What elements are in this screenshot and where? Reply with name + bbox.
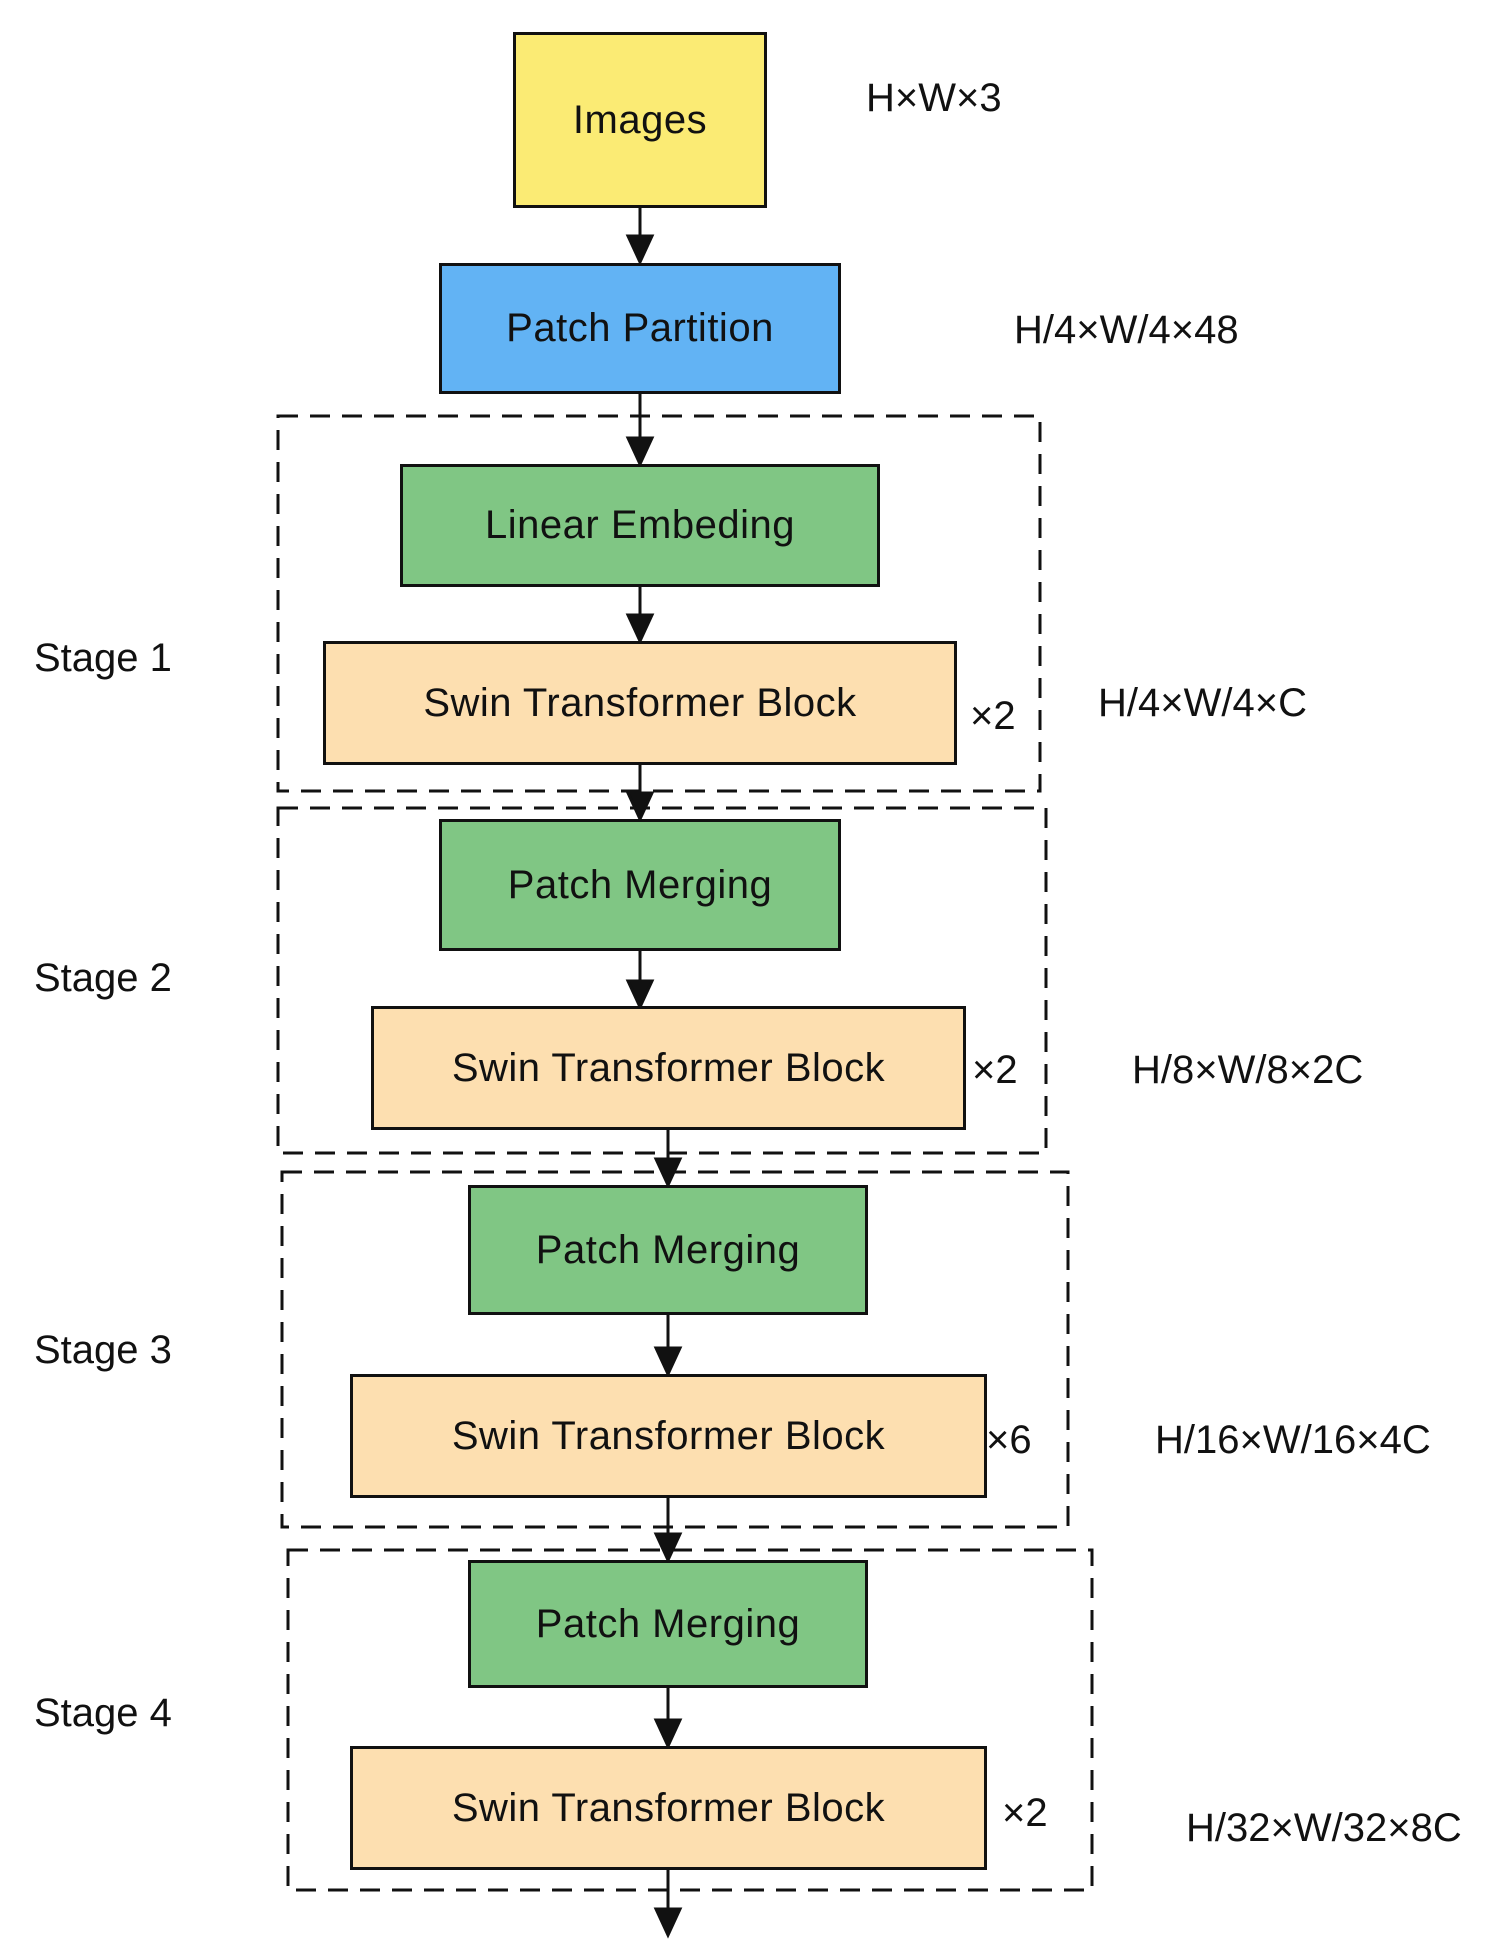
swin-block-label: Swin Transformer Block bbox=[451, 1785, 886, 1830]
patch-merging-block-stage-2: Patch Merging bbox=[439, 819, 841, 951]
stage-1-dim-label: H/4×W/4×C bbox=[1098, 681, 1307, 725]
linear-embedding-label: Linear Embeding bbox=[485, 503, 795, 547]
arrowhead-icon bbox=[653, 1157, 683, 1189]
swin-block-label: Swin Transformer Block bbox=[423, 680, 857, 725]
patch-merging-block-stage-3: Patch Merging bbox=[468, 1185, 868, 1315]
arrowhead-icon bbox=[625, 613, 655, 645]
stage-3-label: Stage 3 bbox=[34, 1328, 172, 1372]
patch-merging-label: Patch Merging bbox=[535, 1227, 801, 1272]
swin-block-stage-2: Swin Transformer Block bbox=[371, 1006, 966, 1130]
images-dim-label: H×W×3 bbox=[866, 76, 1002, 120]
patch-partition-label: Patch Partition bbox=[506, 306, 774, 350]
stage-4-label: Stage 4 bbox=[34, 1691, 172, 1735]
arrowhead-icon bbox=[625, 979, 655, 1011]
patch-partition-dim-label: H/4×W/4×48 bbox=[1014, 308, 1239, 352]
swin-block-stage-3: Swin Transformer Block bbox=[350, 1374, 987, 1498]
arrowhead-icon bbox=[625, 436, 655, 468]
stage-4-repeat: ×2 bbox=[1002, 1791, 1048, 1835]
stage-2-label: Stage 2 bbox=[34, 956, 172, 1000]
images-label: Images bbox=[572, 97, 708, 142]
stage-2-dim-label: H/8×W/8×2C bbox=[1132, 1048, 1364, 1092]
arrowhead-icon bbox=[653, 1718, 683, 1750]
stage-1-label: Stage 1 bbox=[34, 636, 172, 680]
stage-1-repeat: ×2 bbox=[970, 694, 1016, 738]
stage-3-repeat: ×6 bbox=[986, 1418, 1032, 1462]
swin-block-stage-1: Swin Transformer Block bbox=[323, 641, 957, 765]
stage-4-frame bbox=[286, 1548, 1094, 1892]
stage-1-frame bbox=[276, 414, 1042, 793]
swin-block-label: Swin Transformer Block bbox=[451, 1413, 886, 1458]
images-block: Images bbox=[513, 32, 767, 208]
arrowhead-icon bbox=[625, 234, 655, 266]
stage-3-dim-label: H/16×W/16×4C bbox=[1155, 1418, 1431, 1462]
stage-2-frame bbox=[276, 806, 1048, 1155]
linear-embedding-block: Linear Embeding bbox=[400, 464, 880, 587]
stage-2-repeat: ×2 bbox=[972, 1048, 1018, 1092]
swin-block-stage-4: Swin Transformer Block bbox=[350, 1746, 987, 1870]
arrowhead-icon bbox=[653, 1346, 683, 1378]
stage-4-dim-label: H/32×W/32×8C bbox=[1186, 1806, 1462, 1850]
patch-merging-block-stage-4: Patch Merging bbox=[468, 1560, 868, 1688]
arrowhead-icon bbox=[653, 1907, 683, 1939]
swin-block-label: Swin Transformer Block bbox=[451, 1045, 886, 1090]
patch-merging-label: Patch Merging bbox=[507, 862, 773, 907]
patch-partition-block: Patch Partition bbox=[439, 263, 841, 394]
arrowhead-icon bbox=[625, 791, 655, 823]
arrowhead-icon bbox=[653, 1532, 683, 1564]
patch-merging-label: Patch Merging bbox=[535, 1601, 801, 1646]
